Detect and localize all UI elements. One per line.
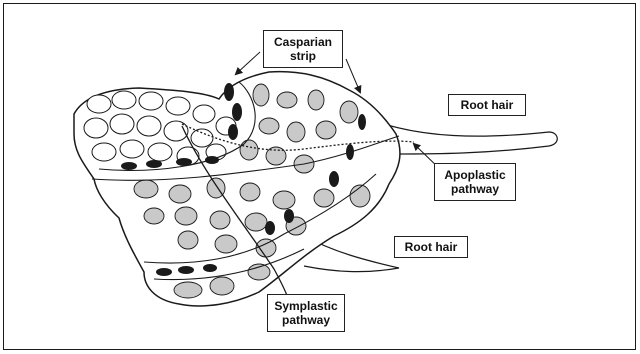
symplastic-pathway-label: Symplastic pathway bbox=[267, 294, 345, 332]
root-hair-top-label: Root hair bbox=[448, 94, 526, 116]
casparian-arrow-left bbox=[236, 52, 260, 74]
root-hair-top-outline bbox=[384, 124, 557, 154]
casparian-strip-label: Casparian strip bbox=[263, 30, 343, 68]
casparian-arrow-right bbox=[346, 59, 360, 92]
root-hair-bottom-label: Root hair bbox=[394, 236, 468, 258]
figure-frame: Casparian strip Root hair Apoplastic pat… bbox=[3, 3, 636, 350]
apoplastic-pathway-label: Apoplastic pathway bbox=[434, 163, 516, 201]
